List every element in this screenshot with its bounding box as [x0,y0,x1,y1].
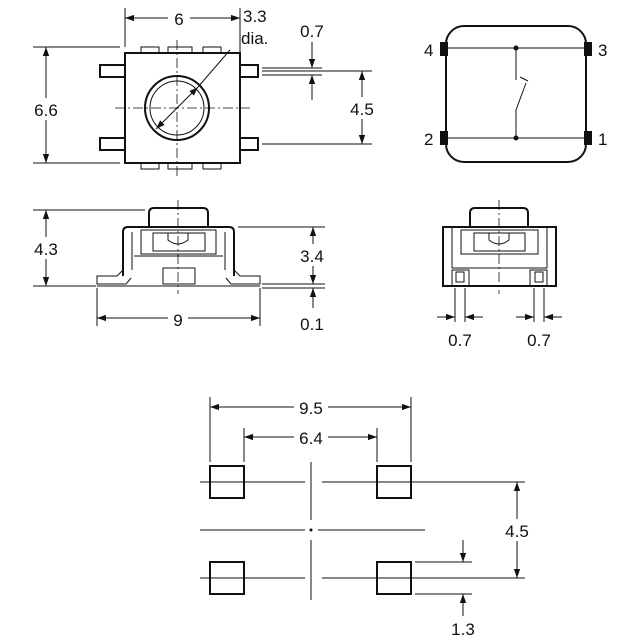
footprint-pitch-label: 4.5 [505,522,529,541]
side-view: 4.3 3.4 0.1 9 [30,200,328,334]
pin-3-label: 3 [598,41,607,60]
standoff-label: 0.1 [300,315,324,334]
pin-1-terminal [584,131,592,145]
pin-1-label: 1 [598,130,607,149]
diameter-suffix-label: dia. [241,29,268,48]
terminal-top-left [99,64,126,78]
end-right-pin-label: 0.7 [527,331,551,350]
end-left-pin-label: 0.7 [448,331,472,350]
pin-4-terminal [440,42,448,56]
pad-height-label: 1.3 [451,620,475,639]
pin-2-terminal [440,131,448,145]
terminal-bottom-right [239,137,259,151]
pin-width-label: 0.7 [300,22,324,41]
pin-4-label: 4 [424,41,433,60]
side-leg-left [96,269,132,285]
side-leg-right [225,269,261,285]
end-right-pin [529,269,548,287]
diameter-label: 3.3 [243,7,267,26]
end-view: 0.7 0.7 [437,200,562,350]
end-left-pin [451,269,470,287]
pcb-footprint: 9.5 6.4 4.5 1.3 [200,396,534,639]
inner-span-label: 6.4 [299,429,323,448]
switch-contact [515,82,527,111]
top-view: 6 3.3 dia. 6.6 0.7 4.5 [30,7,378,178]
terminal-bottom-left [99,137,126,151]
top-width-label: 6 [174,10,183,29]
side-actuator [148,207,209,227]
side-width-label: 9 [173,311,182,330]
pin-pitch-label: 4.5 [350,100,374,119]
pin-2-label: 2 [424,130,433,149]
switch-schematic: 4 3 2 1 [424,25,607,163]
side-housing [122,226,235,276]
side-body-height-label: 3.4 [300,247,324,266]
schematic-outline [445,25,587,163]
outer-span-label: 9.5 [299,399,323,418]
top-height-label: 6.6 [34,101,58,120]
end-housing [442,226,557,287]
terminal-top-right [239,64,259,78]
side-height-label: 4.3 [34,240,58,259]
pin-3-terminal [584,42,592,56]
